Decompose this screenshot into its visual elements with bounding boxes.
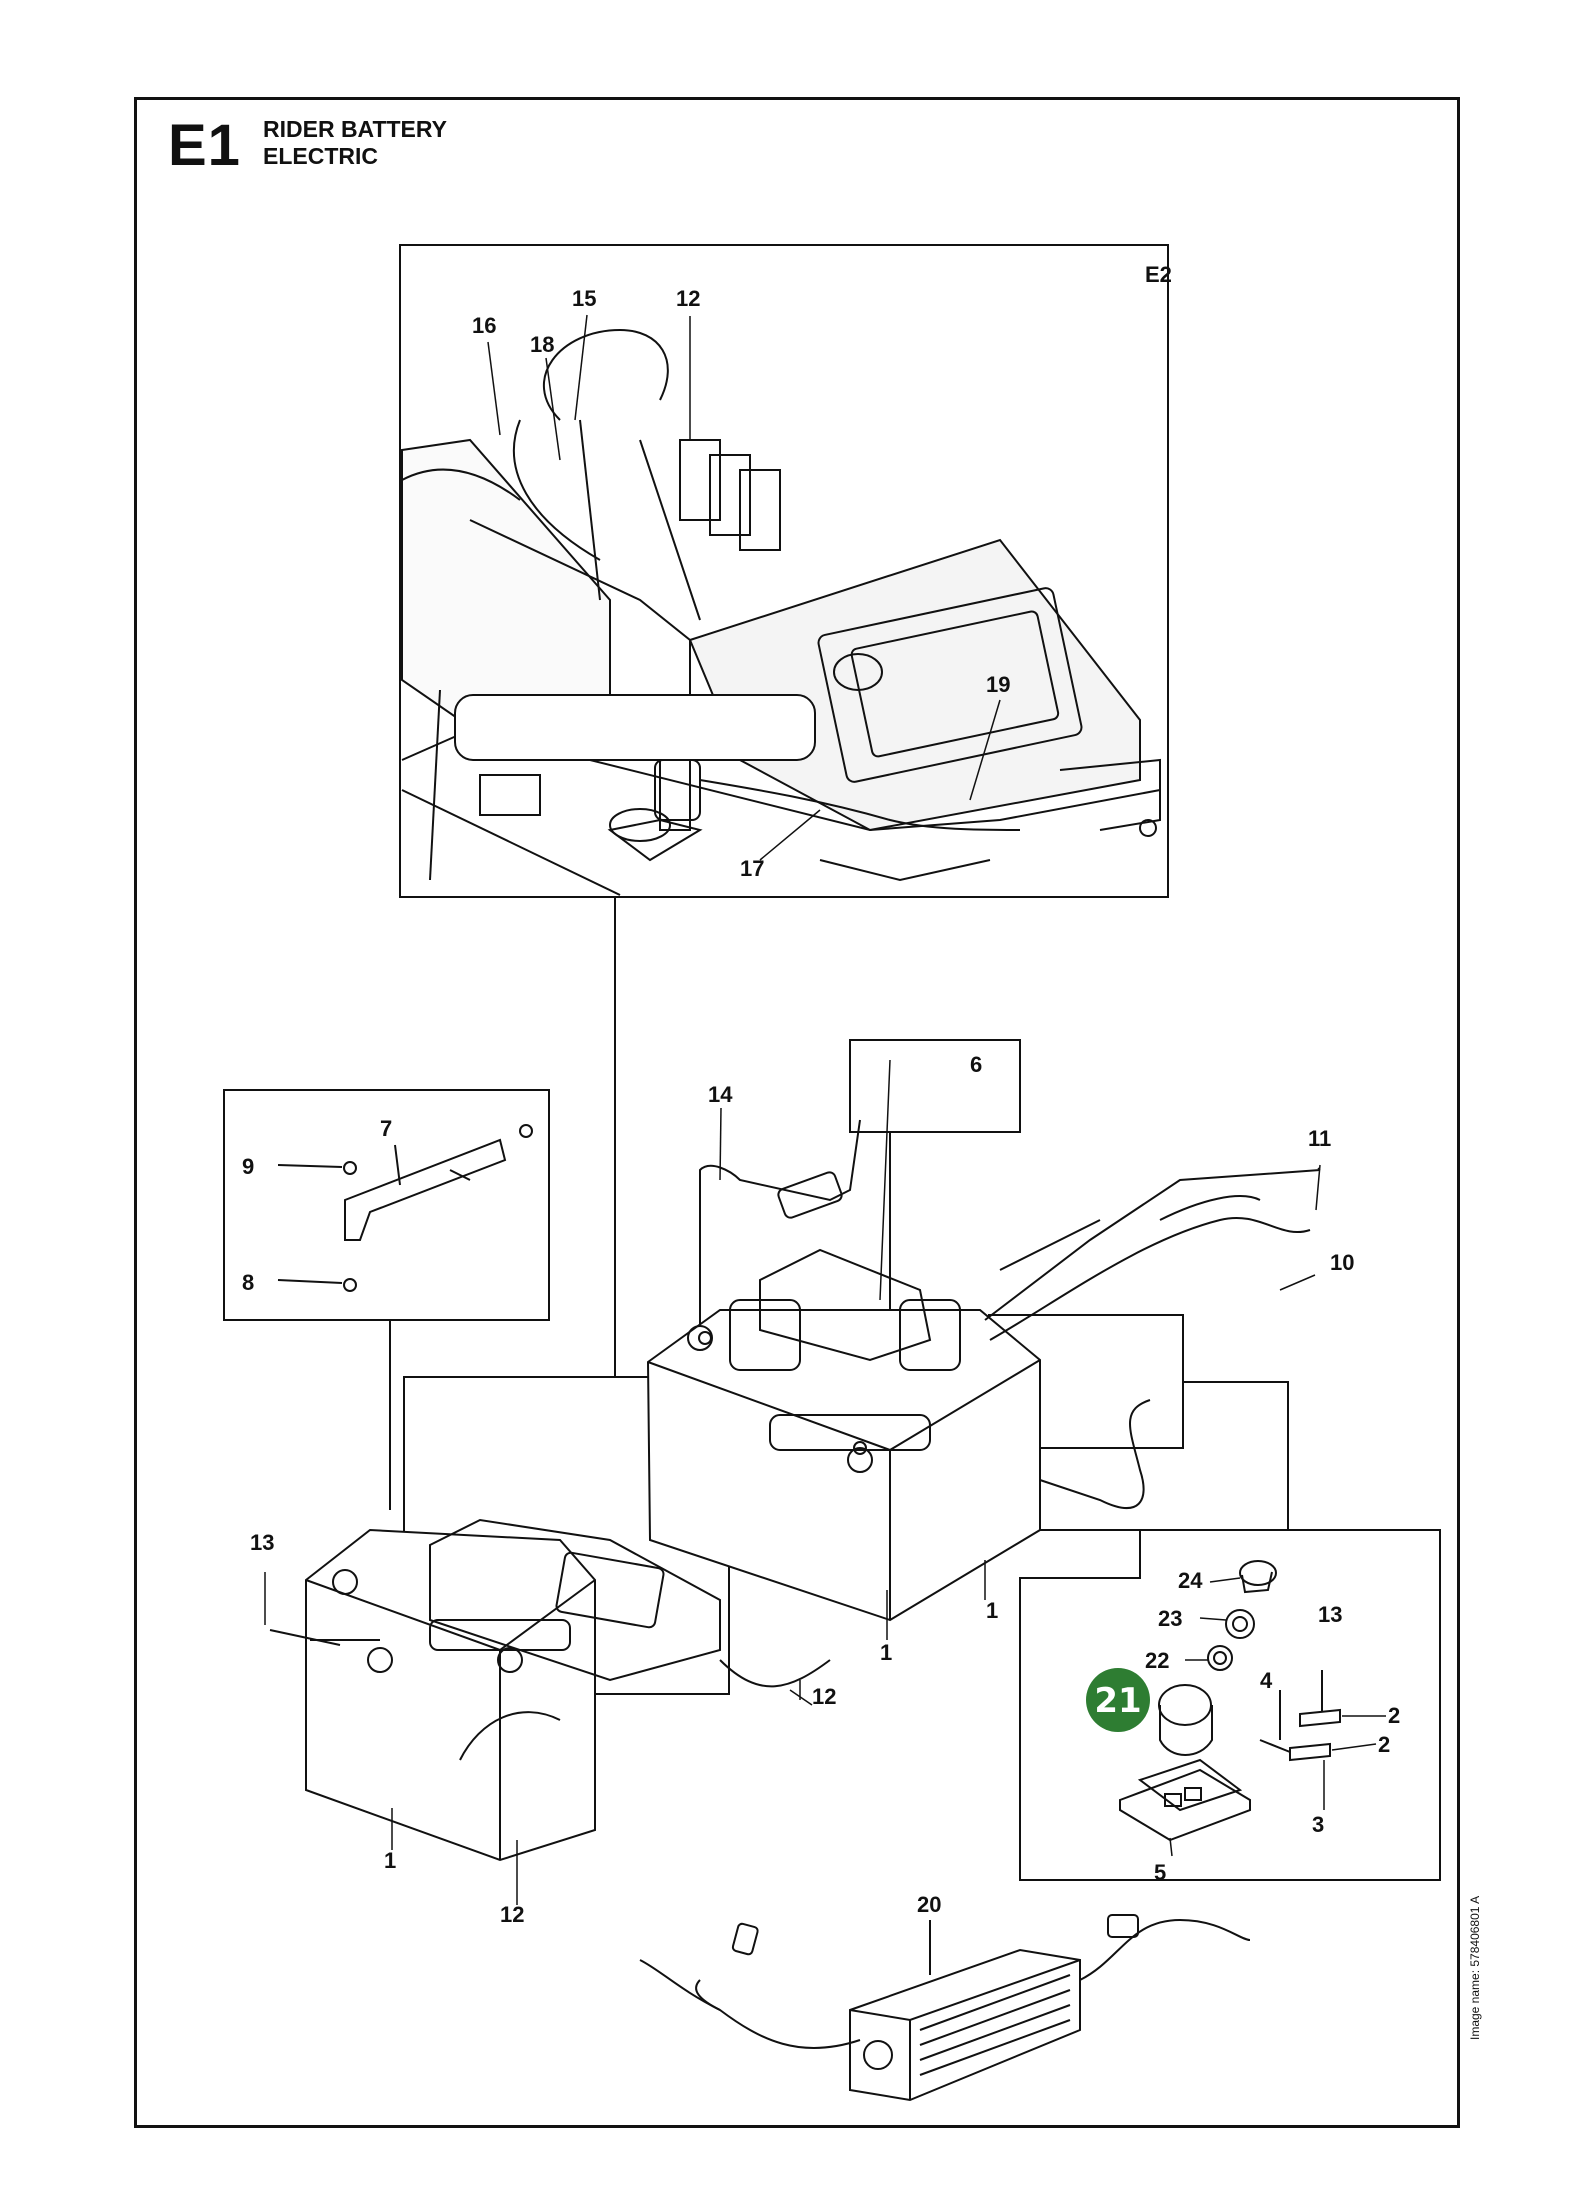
- callout-1-right: 1: [986, 1598, 998, 1623]
- e2-engine-bay-art: [401, 328, 1161, 896]
- callout-2-lower: 2: [1378, 1732, 1390, 1757]
- inset-keyswitch-box: [1019, 1529, 1441, 1881]
- callout-13-keyswitch: 13: [1318, 1602, 1342, 1627]
- callout-3: 3: [1312, 1812, 1324, 1837]
- callout-14: 14: [708, 1082, 733, 1107]
- callout-19: 19: [986, 672, 1010, 697]
- charger-art: [639, 1914, 1251, 2102]
- callout-9: 9: [242, 1154, 254, 1179]
- callout-5: 5: [1154, 1860, 1166, 1885]
- callout-18: 18: [530, 332, 554, 357]
- page-frame: [134, 97, 1460, 2128]
- callout-10: 10: [1330, 1250, 1354, 1275]
- diagram-title: RIDER BATTERY ELECTRIC: [263, 116, 447, 170]
- callout-1-left: 1: [384, 1848, 396, 1873]
- callout-16: 16: [472, 313, 496, 338]
- callout-24: 24: [1178, 1568, 1203, 1593]
- callout-11: 11: [1308, 1126, 1331, 1151]
- callout-4: 4: [1260, 1668, 1273, 1693]
- inset-bracket-box: [223, 1089, 550, 1321]
- title-line-2: ELECTRIC: [263, 143, 378, 169]
- left-battery-art: [269, 1518, 831, 1862]
- callout-1-center: 1: [880, 1640, 892, 1665]
- callout-labels: E2 16 15 12 18 19 17 6 14 11 10 7 9 8 13…: [242, 262, 1400, 1927]
- callout-17: 17: [740, 856, 764, 881]
- callout-13-left: 13: [250, 1530, 274, 1555]
- inset-terminal-box: [849, 1039, 1021, 1133]
- highlight-badge-21[interactable]: 21: [1086, 1668, 1150, 1732]
- image-name-caption: Image name: 578406801 A: [1468, 1895, 1482, 2040]
- inset-e2-box: [399, 244, 1169, 898]
- section-code: E1: [168, 113, 241, 178]
- callout-15: 15: [572, 286, 596, 311]
- callout-7: 7: [380, 1116, 392, 1141]
- callout-23: 23: [1158, 1606, 1182, 1631]
- title-line-1: RIDER BATTERY: [263, 116, 447, 142]
- callout-6: 6: [970, 1052, 982, 1077]
- main-battery-art: [646, 1119, 1321, 1622]
- callout-2-upper: 2: [1388, 1703, 1400, 1728]
- bracket-art: [277, 1124, 533, 1292]
- callout-12-e2: 12: [676, 286, 700, 311]
- callout-22: 22: [1145, 1648, 1169, 1673]
- callout-12-center: 12: [812, 1684, 836, 1709]
- callout-20: 20: [917, 1892, 941, 1917]
- callout-12-bottom: 12: [500, 1902, 524, 1927]
- highlight-label: 21: [1094, 1681, 1141, 1721]
- highlight-circle: [1086, 1668, 1150, 1732]
- callout-8: 8: [242, 1270, 254, 1295]
- inset-ref-e2: E2: [1145, 262, 1172, 287]
- key-switch-art: [1119, 1560, 1341, 1842]
